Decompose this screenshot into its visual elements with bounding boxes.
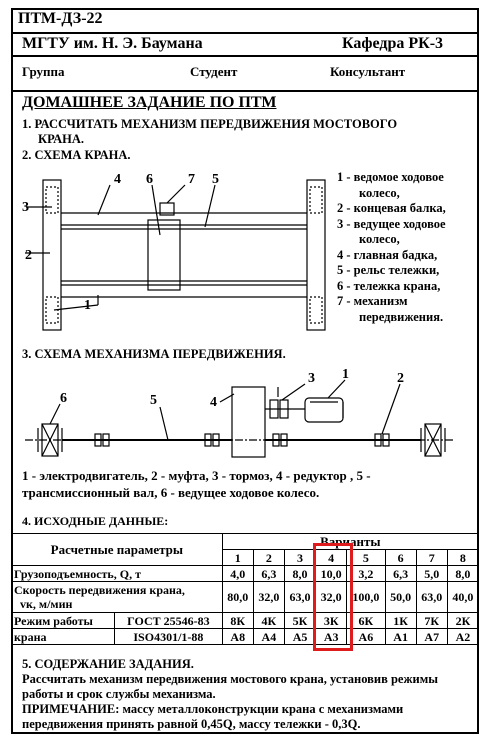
- load-label: Грузоподъемность, Q, т: [11, 565, 223, 582]
- crane-label-2: 2: [25, 248, 32, 263]
- variant-highlight: [313, 543, 353, 651]
- table-cell: 4,0: [221, 565, 254, 582]
- gost-label: ГОСТ 25546-83: [114, 612, 223, 629]
- crane-legend: 1 - ведомое ходовое колесо, 2 - концевая…: [337, 170, 446, 325]
- section5-line1: Рассчитать механизм передвижения мостово…: [22, 672, 439, 686]
- table-cell: 5К: [283, 612, 317, 629]
- table-cell: 7К: [415, 612, 448, 629]
- section5-line2: работы и срок службы механизма.: [22, 687, 216, 701]
- table-cell: 1К: [384, 612, 417, 629]
- section3-title: 3. СХЕМА МЕХАНИЗМА ПЕРЕДВИЖЕНИЯ.: [22, 347, 286, 361]
- table-row: Режим работы ГОСТ 25546-83 8К 4К 5К 3К 6…: [10, 612, 480, 629]
- table-cell: А7: [415, 628, 448, 645]
- table-cell: 80,0: [221, 581, 254, 613]
- variant-number: 1: [221, 549, 254, 566]
- page-frame: [11, 8, 479, 734]
- section5-note1: ПРИМЕЧАНИЕ: массу металлоконструкции кра…: [22, 702, 404, 716]
- section4-title: 4. ИСХОДНЫЕ ДАННЫЕ:: [22, 514, 169, 528]
- mode-label-2: крана: [10, 628, 116, 645]
- table-cell: 6,3: [252, 565, 285, 582]
- table-cell: 10,0: [315, 565, 348, 582]
- table-cell: 32,0: [315, 581, 348, 613]
- variant-number: 7: [415, 549, 448, 566]
- crane-label-4: 4: [114, 172, 121, 187]
- legend-line: 2 - концевая балка,: [337, 201, 446, 215]
- legend-line: колесо,: [359, 232, 400, 246]
- crane-label-1: 1: [84, 298, 91, 313]
- variant-number: 2: [252, 549, 285, 566]
- section5-note2: передвижения принять равной 0,45Q, массу…: [22, 717, 361, 731]
- table-cell: 8,0: [283, 565, 317, 582]
- variants-header: Варианты: [221, 533, 480, 550]
- table-cell: 4К: [252, 612, 285, 629]
- table-cell: 63,0: [415, 581, 448, 613]
- university-name: МГТУ им. Н. Э. Баумана: [22, 35, 203, 52]
- section2-title: 2. СХЕМА КРАНА.: [22, 148, 131, 162]
- legend-line: колесо,: [359, 185, 400, 200]
- speed-label-line1: Скорость передвижения крана,: [14, 583, 185, 597]
- table-cell: 50,0: [384, 581, 417, 613]
- legend-line: 1 - ведомое ходовое: [337, 170, 444, 184]
- variant-number: 6: [384, 549, 417, 566]
- table-row: Грузоподъемность, Q, т 4,0 6,3 8,0 10,0 …: [11, 565, 480, 582]
- section5-title: 5. СОДЕРЖАНИЕ ЗАДАНИЯ.: [22, 657, 194, 671]
- legend-line: 4 - главная бадка,: [337, 247, 438, 262]
- mech-label-6: 6: [60, 391, 67, 406]
- table-cell: А4: [252, 628, 285, 645]
- divider: [11, 90, 479, 92]
- param-header: Расчетные параметры: [11, 533, 223, 566]
- mech-label-3: 3: [308, 371, 315, 386]
- table-row: крана ISO4301/1-88 А8 А4 А5 А3 А6 А1 А7 …: [10, 628, 480, 645]
- mech-legend-line2: трансмиссионный вал, 6 - ведущее ходовое…: [22, 485, 320, 500]
- table-cell: 8,0: [446, 565, 480, 582]
- section1-line2: КРАНА.: [38, 132, 85, 146]
- group-label: Группа: [22, 64, 65, 79]
- divider: [11, 32, 479, 34]
- crane-scheme-diagram: 3 2 4 6 7 5 1: [22, 172, 326, 331]
- legend-line: 6 - тележка крана,: [337, 278, 441, 293]
- iso-label: ISO4301/1-88: [114, 628, 223, 645]
- table-cell: 40,0: [446, 581, 480, 613]
- params-table: Расчетные параметры Варианты 1 2 3 4 5 6…: [10, 533, 480, 645]
- mode-label-1: Режим работы: [10, 612, 116, 629]
- mech-label-5: 5: [150, 393, 157, 408]
- department-name: Кафедра РК-3: [342, 35, 444, 52]
- table-cell: 63,0: [283, 581, 317, 613]
- table-cell: А2: [446, 628, 480, 645]
- legend-line: передвижения.: [359, 309, 444, 324]
- mechanism-scheme-diagram: 6 5 4 3 1 2: [25, 367, 455, 458]
- table-cell: А1: [384, 628, 417, 645]
- table-cell: А6: [346, 628, 386, 645]
- legend-line: 7 - механизм: [337, 294, 408, 308]
- table-row: Скорость передвижения крана, vк, м/мин 8…: [11, 581, 480, 613]
- mech-legend-line1: 1 - электродвигатель, 2 - муфта, 3 - тор…: [22, 468, 371, 483]
- legend-line: 3 - ведущее ходовое: [337, 216, 446, 231]
- crane-label-7: 7: [188, 172, 195, 187]
- table-cell: А5: [283, 628, 317, 645]
- speed-label: Скорость передвижения крана, vк, м/мин: [11, 581, 223, 613]
- mech-label-4: 4: [210, 395, 217, 410]
- speed-label-line2: vк, м/мин: [20, 597, 73, 611]
- table-cell: А3: [315, 628, 348, 645]
- section1-line1: 1. РАССЧИТАТЬ МЕХАНИЗМ ПЕРЕДВИЖЕНИЯ МОСТ…: [22, 117, 398, 131]
- crane-label-5: 5: [212, 172, 219, 187]
- table-cell: А8: [221, 628, 254, 645]
- page-title: ДОМАШНЕЕ ЗАДАНИЕ ПО ПТМ: [22, 94, 277, 111]
- mech-label-1: 1: [342, 367, 349, 382]
- legend-line: 5 - рельс тележки,: [337, 263, 440, 277]
- variant-number: 3: [283, 549, 317, 566]
- crane-label-6: 6: [146, 172, 153, 187]
- table-cell: 2К: [446, 612, 480, 629]
- student-label: Студент: [190, 64, 238, 79]
- variant-number: 8: [446, 549, 480, 566]
- table-cell: 32,0: [252, 581, 285, 613]
- table-cell: 6,3: [384, 565, 417, 582]
- divider: [11, 55, 479, 57]
- table-cell: 8К: [221, 612, 254, 629]
- mech-label-2: 2: [397, 371, 404, 386]
- doc-code: ПТМ-ДЗ-22: [18, 10, 103, 27]
- crane-label-3: 3: [22, 200, 29, 215]
- table-cell: 5,0: [415, 565, 448, 582]
- consultant-label: Консультант: [330, 64, 406, 79]
